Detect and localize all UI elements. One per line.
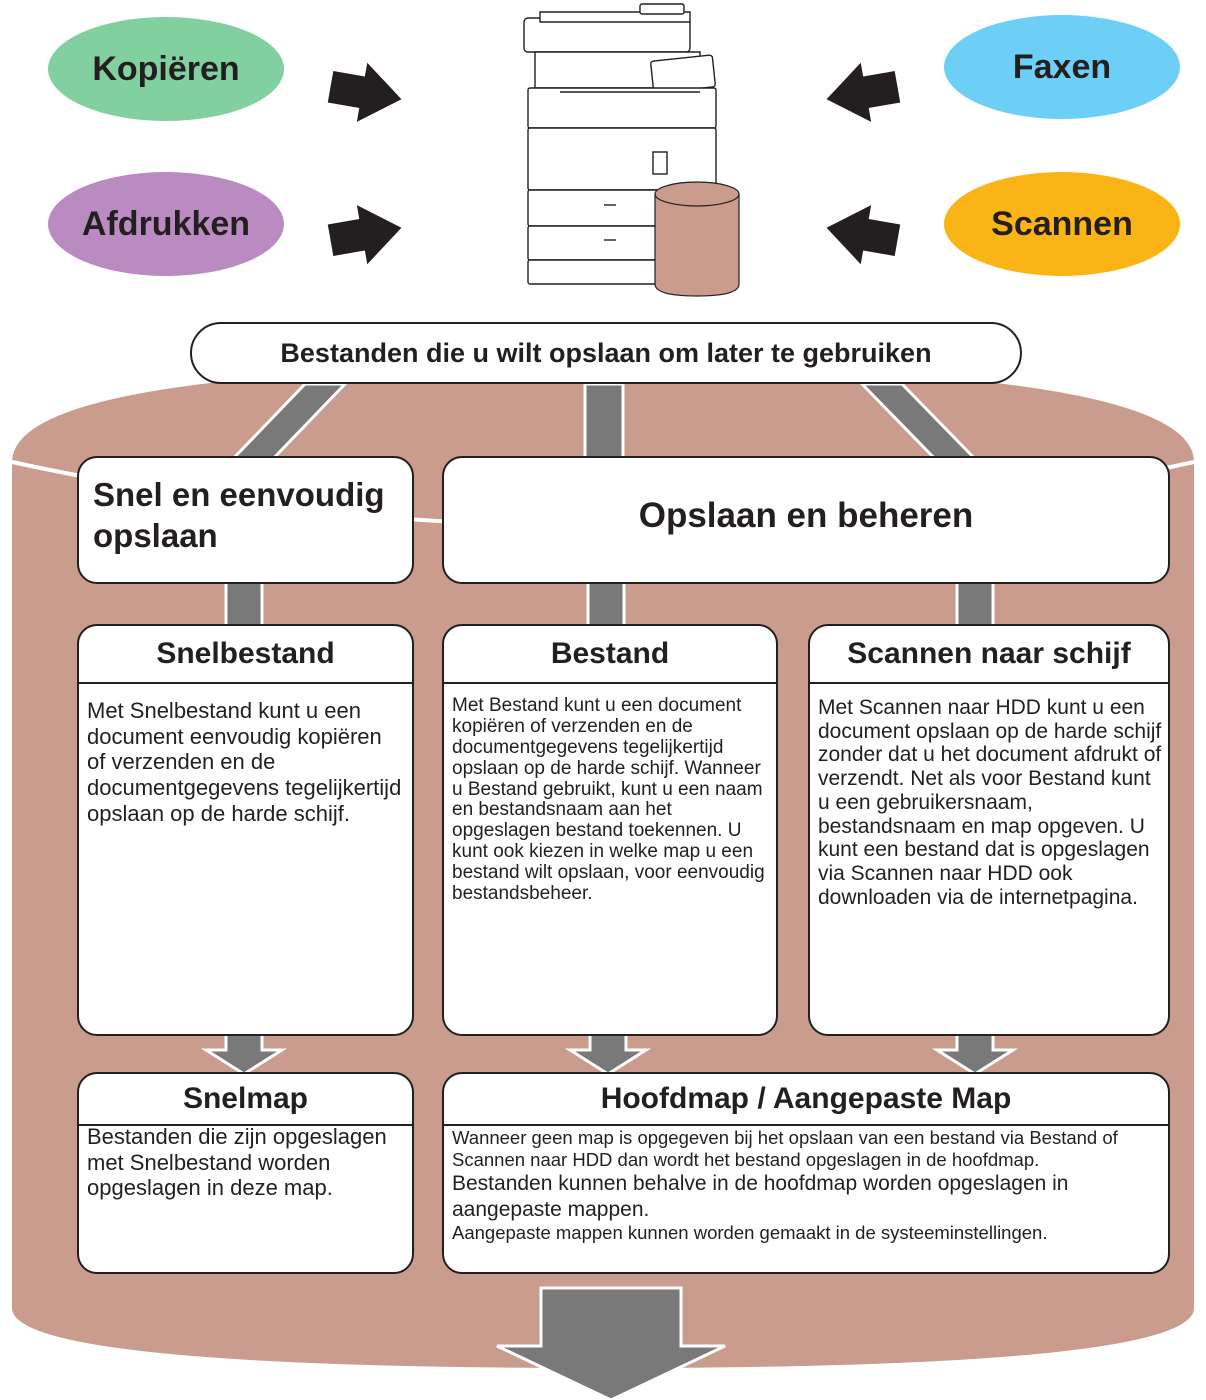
folder-hoofdmap-line2: Bestanden kunnen behalve in de hoofdmap … — [452, 1172, 1069, 1221]
source-print-label: Afdrukken — [81, 204, 251, 243]
folder-hoofdmap-text: Wanneer geen map is opgegeven bij het op… — [452, 1127, 1162, 1244]
connector-quick — [224, 580, 264, 630]
method-scan-to-disk-text: Met Scannen naar HDD kunt u een document… — [818, 696, 1162, 909]
method-bestand: Bestand Met Bestand kunt u een document … — [442, 624, 778, 1036]
hard-disk-icon — [654, 181, 740, 297]
source-fax-label: Faxen — [1012, 47, 1112, 86]
source-scan-label: Scannen — [991, 204, 1133, 243]
folder-snelmap-text: Bestanden die zijn opgeslagen met Snelbe… — [87, 1124, 387, 1201]
source-fax: Faxen — [944, 15, 1180, 119]
method-bestand-text: Met Bestand kunt u een document kopiëren… — [452, 695, 765, 905]
method-snelbestand: Snelbestand Met Snelbestand kunt u een d… — [77, 624, 414, 1036]
method-scan-to-disk-title: Scannen naar schijf — [810, 626, 1168, 684]
category-quick-save: Snel en eenvoudig opslaan — [77, 456, 414, 584]
method-snelbestand-text: Met Snelbestand kunt u een document eenv… — [87, 698, 402, 826]
down-arrow-scan — [931, 1032, 1019, 1076]
connector-middle — [583, 382, 625, 460]
bottom-arrow — [496, 1286, 726, 1400]
headline-pill: Bestanden die u wilt opslaan om later te… — [190, 322, 1022, 384]
arrow-scan — [826, 205, 901, 265]
category-quick-save-title: Snel en eenvoudig opslaan — [93, 476, 385, 555]
arrow-fax — [826, 62, 901, 122]
arrow-copy — [327, 62, 402, 122]
method-snelbestand-title: Snelbestand — [79, 626, 412, 684]
arrow-print — [327, 205, 402, 265]
down-arrow-bestand — [564, 1032, 652, 1076]
method-scan-to-disk: Scannen naar schijf Met Scannen naar HDD… — [808, 624, 1170, 1036]
headline-text: Bestanden die u wilt opslaan om later te… — [280, 337, 932, 368]
folder-hoofdmap-line1: Wanneer geen map is opgegeven bij het op… — [452, 1127, 1118, 1171]
method-bestand-title: Bestand — [444, 626, 776, 684]
source-scan: Scannen — [944, 172, 1180, 276]
category-save-manage-title: Opslaan en beheren — [638, 496, 974, 535]
folder-snelmap: Snelmap Bestanden die zijn opgeslagen me… — [77, 1072, 414, 1274]
folder-hoofdmap-title: Hoofdmap / Aangepaste Map — [444, 1074, 1168, 1126]
source-copy-label: Kopiëren — [92, 49, 240, 88]
source-copy: Kopiëren — [48, 17, 284, 121]
folder-snelmap-title: Snelmap — [79, 1074, 412, 1126]
source-print: Afdrukken — [48, 172, 284, 276]
down-arrow-snelbestand — [200, 1032, 288, 1076]
connector-scan — [955, 580, 995, 630]
folder-hoofdmap-line3: Aangepaste mappen kunnen worden gemaakt … — [452, 1221, 1048, 1243]
connector-bestand — [586, 580, 626, 630]
folder-hoofdmap: Hoofdmap / Aangepaste Map Wanneer geen m… — [442, 1072, 1170, 1274]
category-save-manage: Opslaan en beheren — [442, 456, 1170, 584]
